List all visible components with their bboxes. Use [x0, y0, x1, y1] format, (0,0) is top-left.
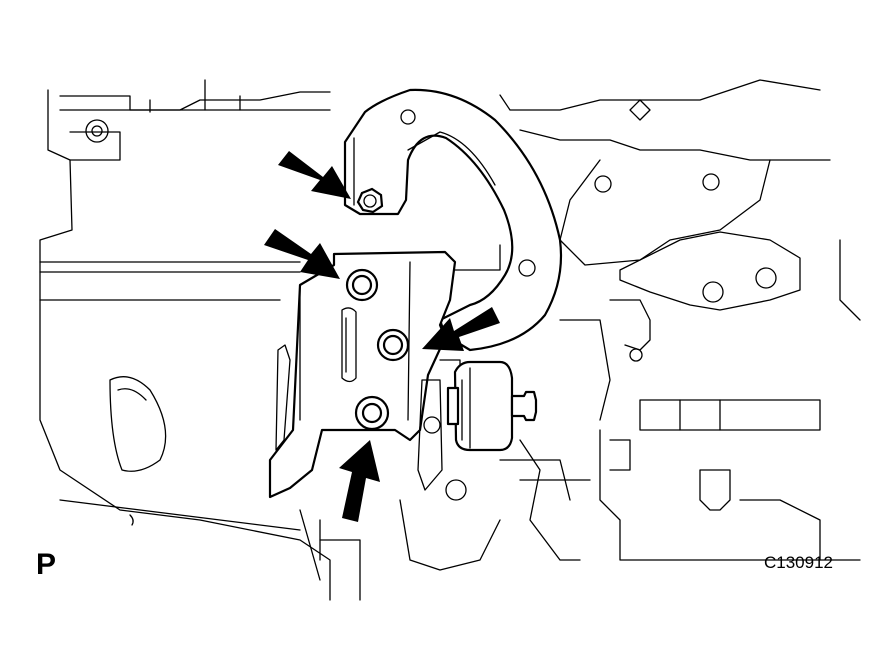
- figure-code: C130912: [764, 553, 834, 572]
- arrow-lower-bolt: [339, 440, 380, 522]
- right-bolt: [376, 328, 410, 362]
- mount-bushing: [446, 360, 538, 452]
- left-bolt: [345, 268, 379, 302]
- indicator-arrows: [264, 151, 500, 522]
- arrow-right-bolt: [422, 307, 500, 351]
- bolts: [345, 187, 410, 431]
- lower-bolt: [354, 395, 390, 431]
- engine-mount-bracket-plate: [268, 250, 467, 501]
- upper-bolt: [356, 187, 384, 214]
- engine-block-background: [39, 79, 861, 601]
- arrow-upper-bolt: [278, 151, 351, 199]
- view-label: P: [36, 548, 57, 581]
- engine-hanger-bracket: [343, 88, 563, 352]
- arrow-left-bolt: [264, 229, 340, 279]
